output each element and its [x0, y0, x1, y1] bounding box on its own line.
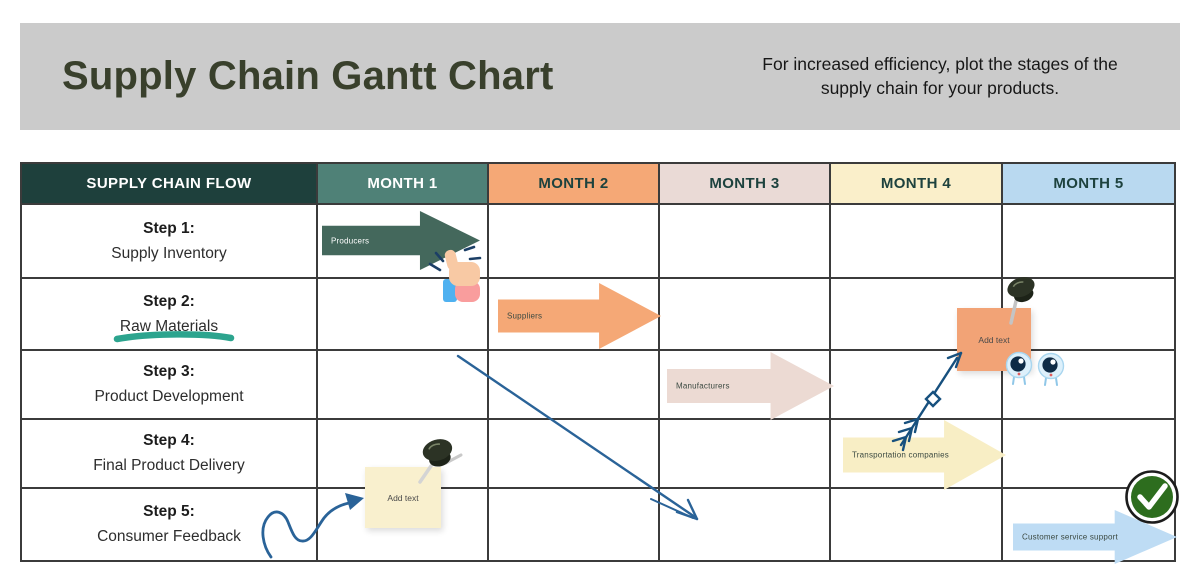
sticky-note-yellow[interactable]: Add text [365, 467, 441, 528]
task-arrow-label: Suppliers [507, 311, 543, 321]
step-label: Step 5: [143, 503, 195, 520]
grid-cell [660, 489, 829, 560]
column-header-month-5: MONTH 5 [1003, 164, 1174, 203]
grid-cell [831, 205, 1001, 277]
task-arrow-manufacturers[interactable]: Manufacturers [667, 352, 834, 420]
grid-cell [489, 489, 658, 560]
step-name: Supply Inventory [111, 244, 227, 262]
step-cell-2: Step 2: Raw Materials [22, 279, 316, 349]
page-subtitle: For increased efficiency, plot the stage… [762, 53, 1118, 98]
step-name: Raw Materials [119, 317, 219, 335]
grid-cell [660, 279, 829, 349]
task-arrow-label: Transportation companies [852, 450, 949, 460]
task-arrow-label: Customer service support [1022, 532, 1118, 542]
column-header-flow: SUPPLY CHAIN FLOW [22, 164, 316, 203]
step-name: Final Product Delivery [93, 457, 245, 474]
sticky-note-text: Add text [978, 334, 1010, 345]
task-arrow-suppliers[interactable]: Suppliers [498, 283, 661, 349]
grid-cell [318, 279, 487, 349]
column-header-month-3: MONTH 3 [660, 164, 829, 203]
sticky-note-text: Add text [387, 492, 419, 503]
task-arrow-label: Manufacturers [676, 381, 730, 391]
grid-cell [489, 420, 658, 487]
step-name: Consumer Feedback [97, 528, 241, 545]
column-header-month-2: MONTH 2 [489, 164, 658, 203]
task-arrow-label: Producers [331, 236, 370, 245]
task-arrow-producers[interactable]: Producers [322, 211, 480, 270]
grid-cell [831, 489, 1001, 560]
step-cell-4: Step 4: Final Product Delivery [22, 420, 316, 487]
grid-cell [489, 351, 658, 418]
task-arrow-transportation[interactable]: Transportation companies [843, 420, 1006, 490]
step-label: Step 4: [143, 432, 195, 449]
header-banner: Supply Chain Gantt Chart For increased e… [20, 23, 1180, 130]
step-cell-1: Step 1: Supply Inventory [22, 205, 316, 277]
grid-cell [660, 205, 829, 277]
step-name: Product Development [94, 388, 244, 405]
grid-cell [660, 420, 829, 487]
step-label: Step 1: [143, 219, 195, 237]
grid-cell [318, 351, 487, 418]
task-arrow-customer-service[interactable]: Customer service support [1013, 510, 1177, 564]
step-label: Step 3: [143, 363, 195, 380]
sticky-note-orange[interactable]: Add text [957, 308, 1031, 371]
grid-cell [1003, 205, 1174, 277]
step-label: Step 2: [143, 292, 195, 310]
page-title: Supply Chain Gantt Chart [62, 54, 554, 98]
grid-cell [489, 205, 658, 277]
step-cell-3: Step 3: Product Development [22, 351, 316, 418]
grid-cell [1003, 420, 1174, 487]
column-header-month-4: MONTH 4 [831, 164, 1001, 203]
step-cell-5: Step 5: Consumer Feedback [22, 489, 316, 560]
column-header-month-1: MONTH 1 [318, 164, 487, 203]
